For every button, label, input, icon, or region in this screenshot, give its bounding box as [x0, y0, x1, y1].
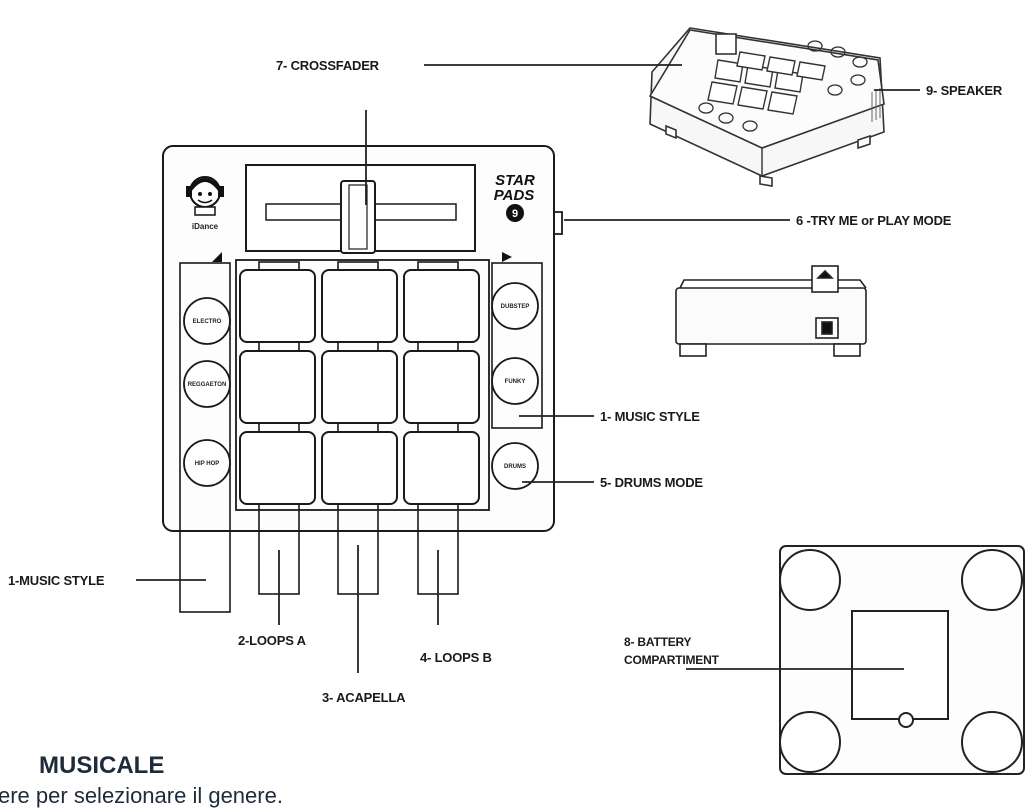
label-battery-line-1: 8- BATTERY	[624, 635, 692, 649]
leader-lines	[136, 64, 920, 673]
idance-logo	[186, 176, 224, 216]
pad[interactable]	[321, 350, 398, 424]
label-crossfader: 7- CROSSFADER	[276, 58, 380, 73]
battery-compartment[interactable]	[851, 610, 949, 720]
button-text: FUNKY	[505, 379, 526, 385]
button-text: ELECTRO	[193, 319, 222, 325]
button-text: DRUMS	[504, 464, 526, 470]
pad[interactable]	[239, 350, 316, 424]
brand-mark: 9	[512, 208, 518, 220]
right-buttons	[491, 282, 539, 490]
left-buttons	[183, 297, 231, 487]
label-drums-mode: 5- DRUMS MODE	[600, 475, 703, 490]
pad[interactable]	[321, 431, 398, 505]
right-button-strip	[491, 262, 543, 429]
pad[interactable]	[403, 269, 480, 343]
pad[interactable]	[403, 431, 480, 505]
music-style-button[interactable]	[183, 360, 231, 408]
button-text: HIP HOP	[195, 461, 220, 467]
pad[interactable]	[403, 350, 480, 424]
pad[interactable]	[239, 269, 316, 343]
label-loops-b: 4- LOOPS B	[420, 650, 492, 665]
logo-text: iDance	[192, 222, 219, 231]
drums-mode-button[interactable]	[491, 442, 539, 490]
section-heading: MUSICALE	[39, 752, 165, 779]
left-arrow-icon	[212, 252, 222, 262]
label-battery-line-2: COMPARTIMENT	[624, 653, 720, 667]
section-text: ere per selezionare il genere.	[0, 783, 283, 808]
label-music-style-right: 1- MUSIC STYLE	[600, 409, 700, 424]
label-try-me: 6 -TRY ME or PLAY MODE	[796, 213, 952, 228]
music-style-button[interactable]	[491, 357, 539, 405]
right-arrow-icon	[502, 252, 512, 262]
music-style-button[interactable]	[183, 297, 231, 345]
crossfader-knob	[340, 180, 376, 254]
device-perspective-view	[648, 27, 885, 187]
button-text: REGGAETON	[188, 382, 227, 388]
left-button-strip	[179, 262, 231, 613]
brand-line-2: PADS	[494, 187, 535, 204]
pad-area-frame	[235, 259, 490, 511]
label-acapella: 3- ACAPELLA	[322, 690, 406, 705]
button-text: DUBSTEP	[501, 304, 530, 310]
brand-mark-badge	[506, 204, 524, 222]
label-speaker: 9- SPEAKER	[926, 83, 1003, 98]
music-style-button[interactable]	[491, 282, 539, 330]
label-loops-a: 2-LOOPS A	[238, 633, 307, 648]
brand-line-1: STAR	[495, 172, 535, 189]
pad[interactable]	[321, 269, 398, 343]
device-bottom-view	[779, 545, 1025, 775]
music-style-button[interactable]	[183, 439, 231, 487]
device-side-view	[675, 265, 867, 357]
label-music-style-left: 1-MUSIC STYLE	[8, 573, 105, 588]
main-device-front-view	[162, 145, 563, 613]
pad-grid	[239, 269, 480, 505]
pad[interactable]	[239, 431, 316, 505]
